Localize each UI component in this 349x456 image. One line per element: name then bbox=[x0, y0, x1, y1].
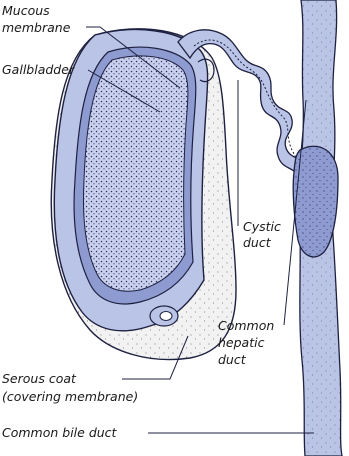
serous-coat-label: Serous coat bbox=[2, 371, 76, 386]
mucous-membrane-label: Mucous bbox=[2, 3, 50, 18]
gallbladder-cavity-texture bbox=[83, 56, 187, 291]
common-hepatic-duct-label: Common bbox=[218, 318, 274, 333]
gallbladder-label: Gallbladder bbox=[2, 62, 74, 77]
serous-coat-label-line2: (covering membrane) bbox=[2, 389, 138, 404]
mucous-membrane-label-line2: membrane bbox=[2, 20, 70, 35]
common-bile-duct-label: Common bile duct bbox=[2, 425, 116, 440]
cystic-duct-label-line2: duct bbox=[243, 235, 271, 250]
common-hepatic-duct-label-line2: hepatic bbox=[218, 335, 264, 350]
common-hepatic-duct-label-line3: duct bbox=[218, 352, 246, 367]
cystic-duct-label: Cystic bbox=[243, 219, 281, 234]
fundus-coil-inner bbox=[160, 312, 172, 321]
